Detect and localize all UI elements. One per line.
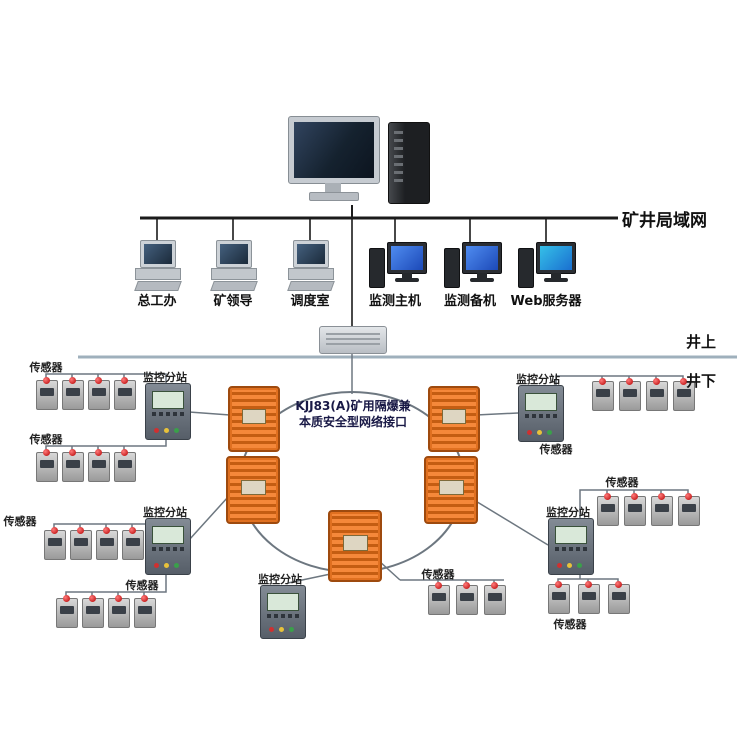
substation-label: 监控分站	[143, 371, 187, 384]
sensor-device	[88, 449, 110, 482]
sensor-label: 传感器	[29, 361, 63, 374]
monitoring-substation	[518, 385, 564, 442]
server-monitor-base	[309, 192, 359, 201]
workstation-label: 总工办	[137, 294, 177, 309]
network-switch	[319, 326, 387, 354]
workstation-label: 矿领导	[213, 294, 253, 309]
network-interface-device	[328, 510, 382, 582]
workstation-drop-lines	[156, 218, 547, 327]
sensor-device	[114, 449, 136, 482]
sensor-device	[456, 582, 478, 615]
sensor-label: 传感器	[605, 476, 639, 489]
server-monitor	[288, 116, 380, 184]
substation-label: 监控分站	[258, 573, 302, 586]
substation-link	[473, 499, 549, 546]
workstation-label: Web服务器	[510, 294, 582, 309]
sensor-label: 传感器	[3, 515, 37, 528]
interface-title-line2: 本质安全型网络接口	[298, 415, 407, 430]
sensor-device	[36, 377, 58, 410]
monitoring-substation	[260, 585, 306, 639]
workstation-pc	[127, 240, 187, 291]
sensor-device	[592, 378, 614, 411]
network-interface-device	[428, 386, 480, 452]
substation-link	[475, 412, 519, 416]
sensor-device	[624, 493, 646, 526]
workstation-label: 监测主机	[368, 294, 421, 309]
sensor-device	[134, 595, 156, 628]
monitoring-substation	[145, 518, 191, 575]
sensor-device	[82, 595, 104, 628]
sensor-device	[619, 378, 641, 411]
sensor-device	[484, 582, 506, 615]
network-interface-device	[424, 456, 478, 524]
sensor-device	[548, 581, 570, 614]
lan-label: 矿井局域网	[622, 211, 707, 231]
sensor-label: 传感器	[553, 618, 587, 631]
network-interface-device	[228, 386, 280, 452]
sensor-device	[428, 582, 450, 615]
web-server-pc	[518, 240, 576, 292]
workstation-label: 监测备机	[443, 294, 496, 309]
server-monitor-stand	[325, 183, 341, 192]
server-tower	[388, 122, 430, 204]
sensor-device	[96, 527, 118, 560]
substation-link	[188, 411, 231, 416]
sensor-device	[646, 378, 668, 411]
sensor-device	[673, 378, 695, 411]
sensor-device	[114, 377, 136, 410]
sensor-device	[62, 449, 84, 482]
sensor-device	[608, 581, 630, 614]
surface-label: 井上	[686, 333, 717, 351]
workstation-pc	[203, 240, 263, 291]
substation-label: 监控分站	[546, 506, 590, 519]
sensor-device	[678, 493, 700, 526]
interface-title-line1: KJJ83(A)矿用隔爆兼	[295, 399, 411, 413]
monitoring-host-pc	[369, 240, 427, 292]
substation-label: 监控分站	[516, 373, 560, 386]
sensor-device	[108, 595, 130, 628]
sensor-label: 传感器	[29, 433, 63, 446]
sensor-label: 传感器	[125, 579, 159, 592]
workstation-label: 调度室	[290, 294, 330, 309]
monitoring-substation	[548, 518, 594, 575]
network-interface-device	[226, 456, 280, 524]
sensor-label: 传感器	[539, 443, 573, 456]
network-interface-title: KJJ83(A)矿用隔爆兼 本质安全型网络接口	[289, 398, 417, 430]
sensor-device	[578, 581, 600, 614]
workstation-pc	[280, 240, 340, 291]
sensor-device	[70, 527, 92, 560]
underground-label: 井下	[686, 372, 717, 390]
sensor-device	[36, 449, 58, 482]
sensor-device	[88, 377, 110, 410]
sensor-device	[62, 377, 84, 410]
sensor-device	[122, 527, 144, 560]
sensor-device	[56, 595, 78, 628]
substation-link	[188, 496, 229, 541]
sensor-device	[597, 493, 619, 526]
sensor-device	[651, 493, 673, 526]
sensor-device	[44, 527, 66, 560]
substation-label: 监控分站	[143, 506, 187, 519]
sensor-label: 传感器	[421, 568, 455, 581]
monitoring-backup-pc	[444, 240, 502, 292]
monitoring-substation	[145, 383, 191, 440]
